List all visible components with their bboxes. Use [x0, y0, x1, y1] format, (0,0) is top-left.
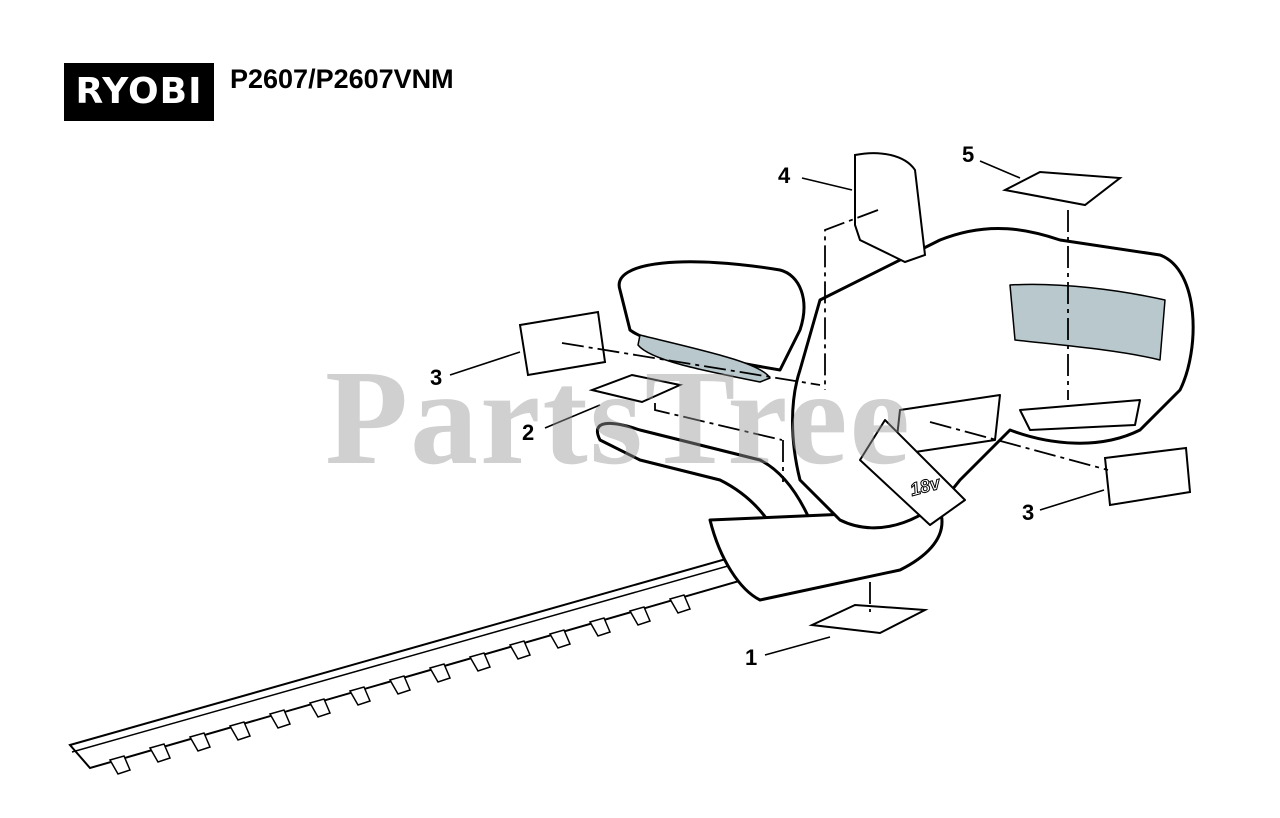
callout-3-right: 3 — [1022, 500, 1035, 525]
part-3b-decal — [1103, 446, 1192, 507]
part-2-decal — [588, 373, 684, 404]
trimmer-body — [596, 226, 1195, 602]
blade — [68, 553, 762, 775]
blade-teeth — [108, 594, 692, 775]
callout-3-left: 3 — [430, 365, 443, 390]
logo-text: RYOBI — [75, 71, 203, 112]
callout-1: 1 — [745, 645, 758, 670]
ryobi-logo: RYOBI — [64, 63, 214, 121]
part-1-decal — [808, 603, 929, 635]
callout-4: 4 — [778, 163, 791, 188]
assembly-lines — [561, 209, 1109, 612]
part-5-decal — [1001, 170, 1123, 207]
front-grip-shade — [1009, 283, 1166, 361]
rear-grip-shade — [637, 334, 771, 383]
callout-2: 2 — [522, 420, 535, 445]
leader-lines — [449, 160, 1105, 656]
model-number: P2607/P2607VNM — [230, 64, 454, 94]
callout-5: 5 — [962, 142, 975, 167]
part-4-decal — [854, 152, 927, 264]
